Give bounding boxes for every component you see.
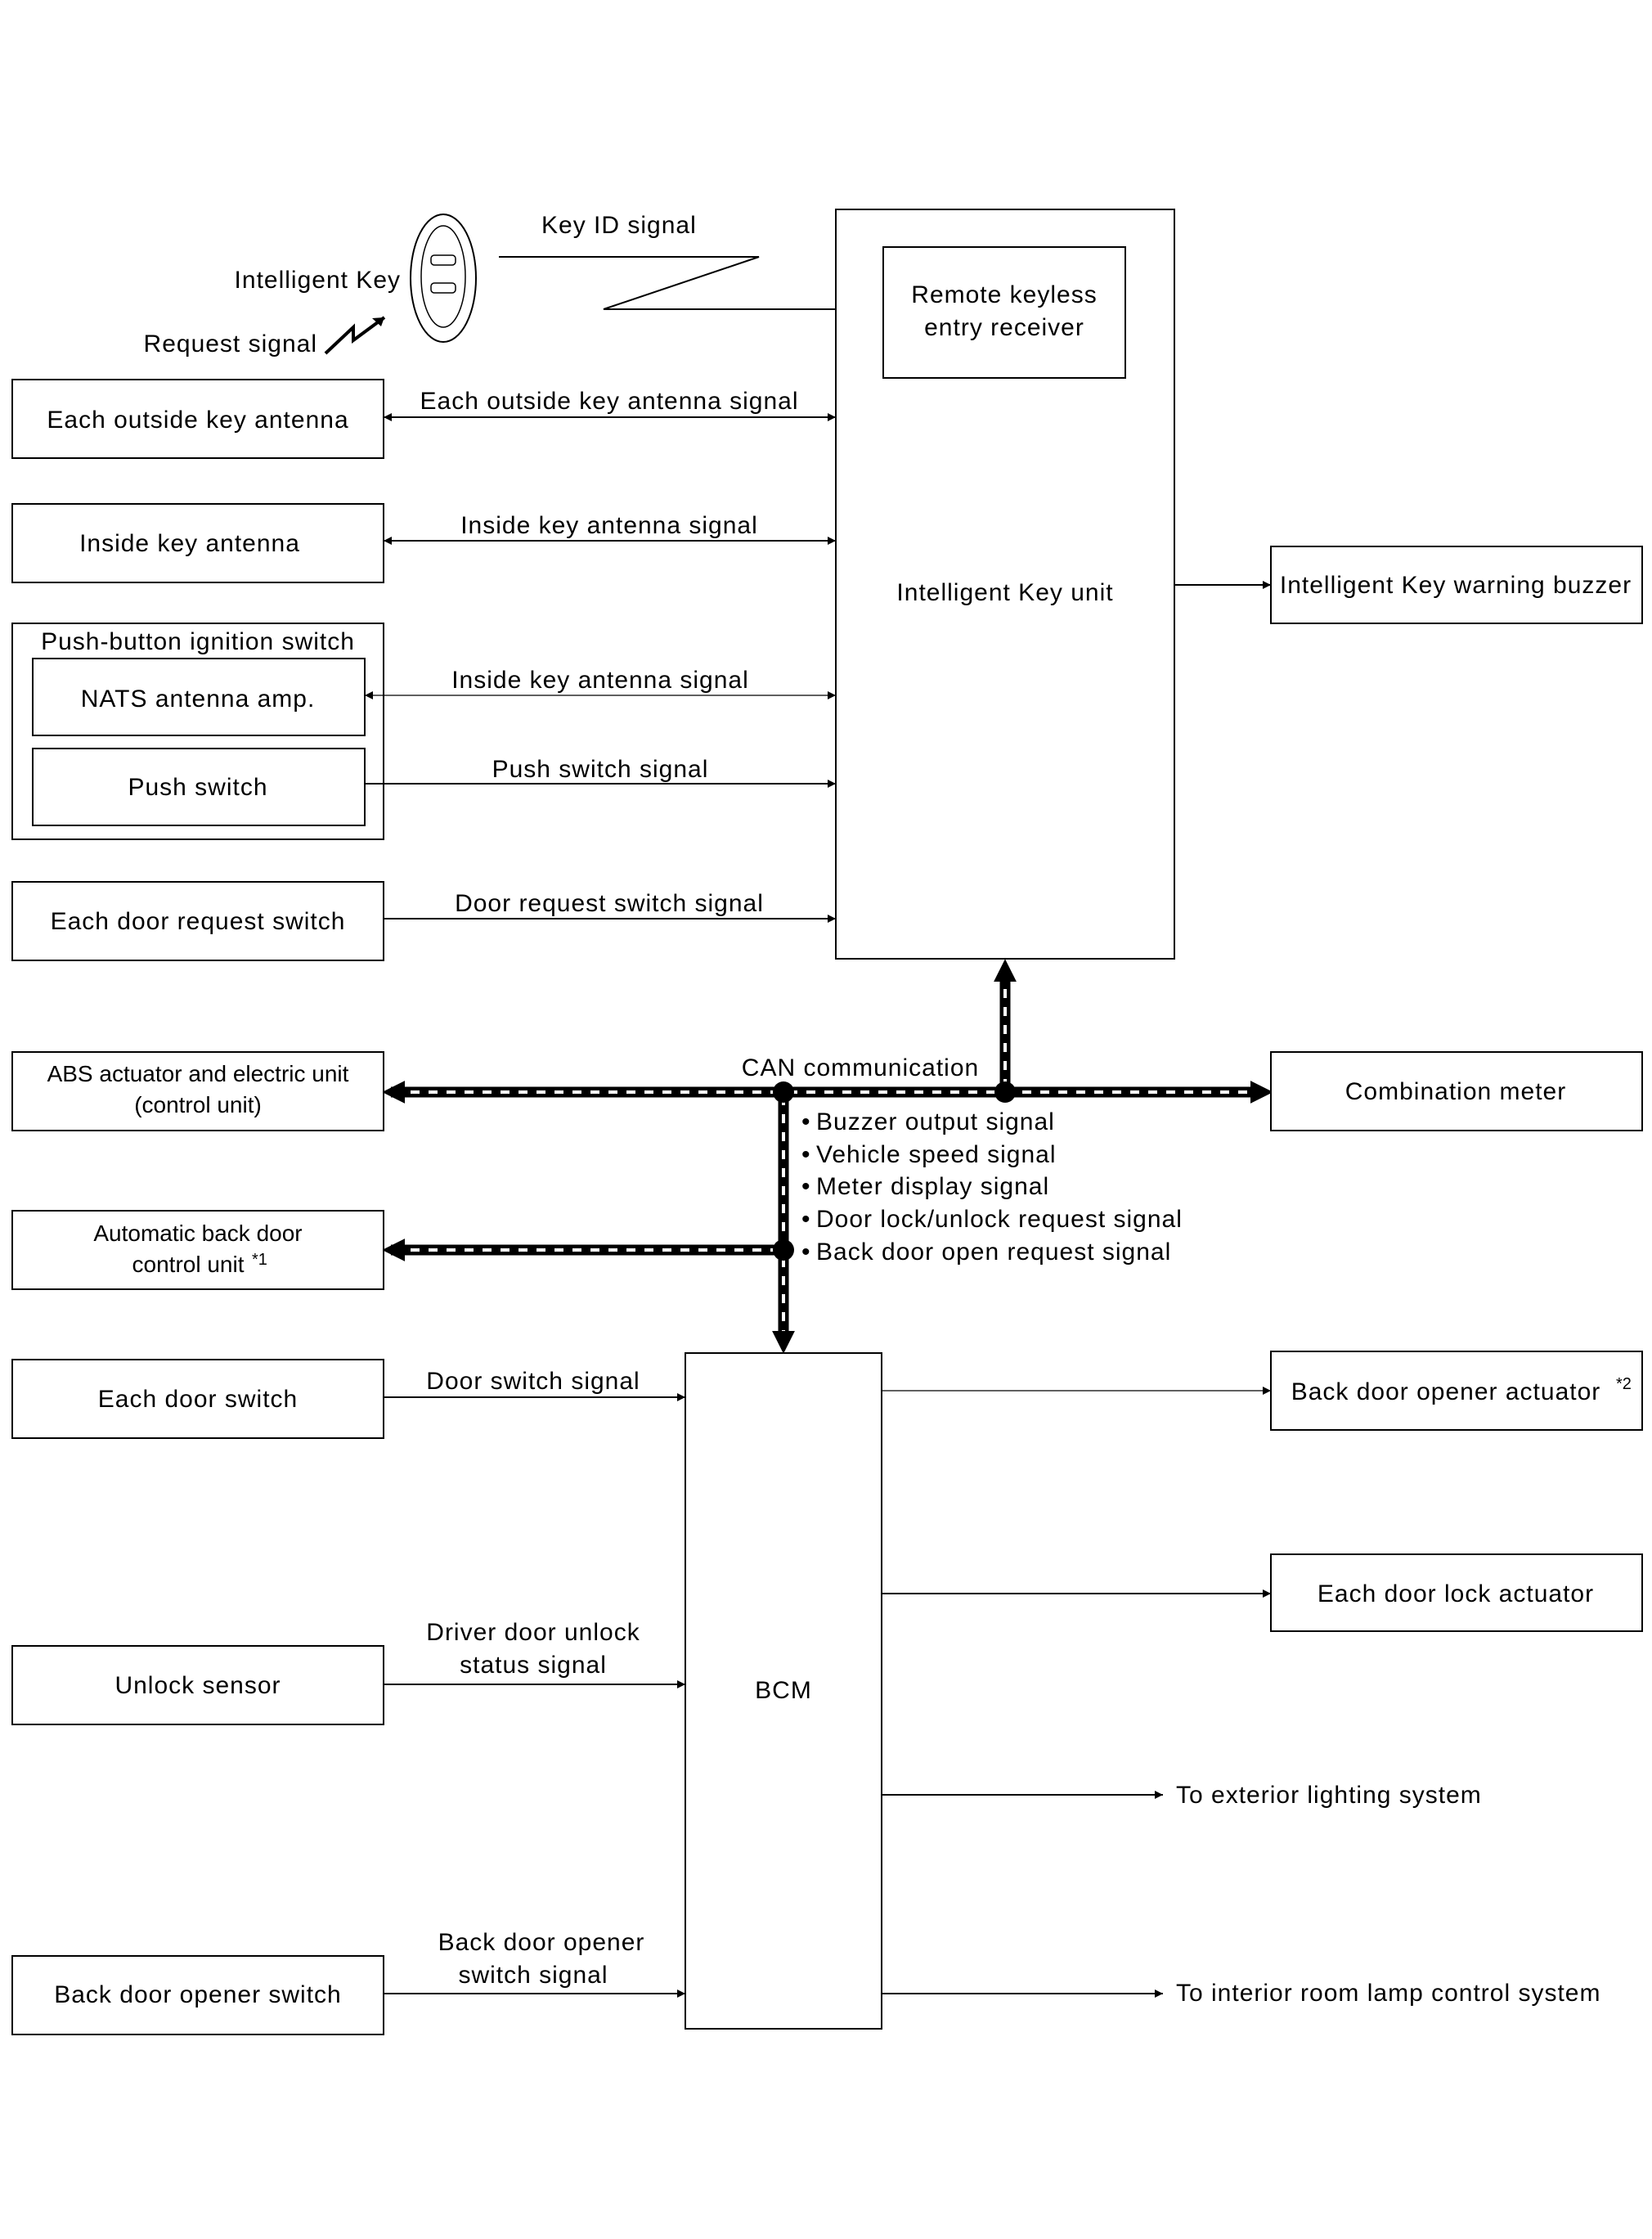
bcm-label: BCM	[755, 1677, 812, 1704]
key-id-signal-line	[499, 256, 882, 313]
door-lock-actuator-label: Each door lock actuator	[1318, 1580, 1594, 1607]
can-signal-bullet: •	[801, 1206, 811, 1233]
can-signal-item: Meter display signal	[816, 1173, 1049, 1200]
exterior-lighting-label: To exterior lighting system	[1176, 1782, 1482, 1809]
intelligent-key-fob-icon	[410, 214, 477, 343]
back-door-opener-actuator-note: *2	[1616, 1375, 1632, 1393]
can-signal-bullet: •	[801, 1108, 811, 1135]
door-request-switch-box	[11, 881, 384, 961]
abs-actuator-box	[11, 1051, 384, 1131]
nats-antenna-box	[32, 658, 366, 736]
interior-lamp-label: To interior room lamp control system	[1176, 1980, 1601, 2007]
push-switch-signal-label: Push switch signal	[492, 756, 709, 783]
remote-keyless-receiver-box	[882, 246, 1126, 379]
each-door-switch-label: Each door switch	[98, 1386, 298, 1413]
door-request-switch-label: Each door request switch	[51, 908, 346, 935]
driver-unlock-signal-line1: Driver door unlock	[426, 1619, 640, 1646]
back-door-opener-actuator-label: Back door opener actuator	[1291, 1378, 1601, 1405]
back-door-opener-switch-box	[11, 1955, 384, 2035]
back-door-opener-actuator-box	[1270, 1351, 1643, 1431]
key-id-signal-label: Key ID signal	[541, 212, 697, 239]
back-door-opener-switch-label: Back door opener switch	[54, 1981, 342, 2008]
push-switch-label: Push switch	[128, 774, 267, 801]
can-signal-bullet: •	[801, 1173, 811, 1200]
push-switch-box	[32, 748, 366, 826]
outside-antenna-box	[11, 379, 384, 459]
can-communication-label: CAN communication	[742, 1054, 979, 1081]
door-lock-actuator-box	[1270, 1553, 1643, 1632]
unlock-sensor-box	[11, 1645, 384, 1725]
can-signal-item: Vehicle speed signal	[816, 1141, 1057, 1168]
abs-actuator-line2: (control unit)	[134, 1092, 262, 1117]
abs-actuator-line1: ABS actuator and electric unit	[47, 1061, 349, 1086]
back-door-opener-signal-line2: switch signal	[458, 1962, 608, 1989]
warning-buzzer-box	[1270, 546, 1643, 624]
outside-antenna-label: Each outside key antenna	[47, 407, 348, 434]
automatic-back-door-line1: Automatic back door	[93, 1221, 302, 1246]
combination-meter-box	[1270, 1051, 1643, 1131]
remote-keyless-line1: Remote keyless	[911, 281, 1097, 308]
push-button-ignition-label: Push-button ignition switch	[41, 628, 355, 655]
automatic-back-door-box	[11, 1210, 384, 1290]
intelligent-key-label: Intelligent Key	[235, 267, 401, 294]
intelligent-key-unit-label: Intelligent Key unit	[896, 579, 1113, 606]
can-signal-bullet: •	[801, 1141, 811, 1168]
warning-buzzer-label: Intelligent Key warning buzzer	[1280, 572, 1632, 599]
remote-keyless-line2: entry receiver	[924, 314, 1084, 341]
bcm-box	[685, 1352, 882, 2030]
back-door-opener-signal-line1: Back door opener	[438, 1929, 645, 1956]
automatic-back-door-note: *1	[252, 1251, 267, 1269]
can-signal-item: Back door open request signal	[816, 1239, 1171, 1266]
automatic-back-door-line2: control unit	[132, 1252, 245, 1277]
inside-antenna-label: Inside key antenna	[79, 530, 300, 557]
driver-unlock-signal-line2: status signal	[460, 1652, 607, 1679]
can-bus	[382, 959, 1273, 1354]
inside-antenna-signal-label: Inside key antenna signal	[460, 512, 758, 539]
can-signal-item: Buzzer output signal	[816, 1108, 1055, 1135]
unlock-sensor-label: Unlock sensor	[114, 1672, 281, 1699]
inside-antenna-box	[11, 503, 384, 583]
combination-meter-label: Combination meter	[1345, 1078, 1566, 1105]
door-switch-signal-label: Door switch signal	[426, 1368, 640, 1395]
outside-antenna-signal-label: Each outside key antenna signal	[420, 388, 799, 415]
door-request-signal-label: Door request switch signal	[455, 890, 764, 917]
request-signal-label: Request signal	[144, 330, 317, 357]
each-door-switch-box	[11, 1359, 384, 1439]
can-signal-bullet: •	[801, 1239, 811, 1266]
nats-antenna-label: NATS antenna amp.	[81, 686, 316, 713]
can-signal-list: • Buzzer output signal • Vehicle speed s…	[801, 1108, 1183, 1266]
wireless-signal-icon	[324, 316, 386, 355]
nats-antenna-signal-label: Inside key antenna signal	[451, 667, 749, 694]
can-signal-item: Door lock/unlock request signal	[816, 1206, 1183, 1233]
